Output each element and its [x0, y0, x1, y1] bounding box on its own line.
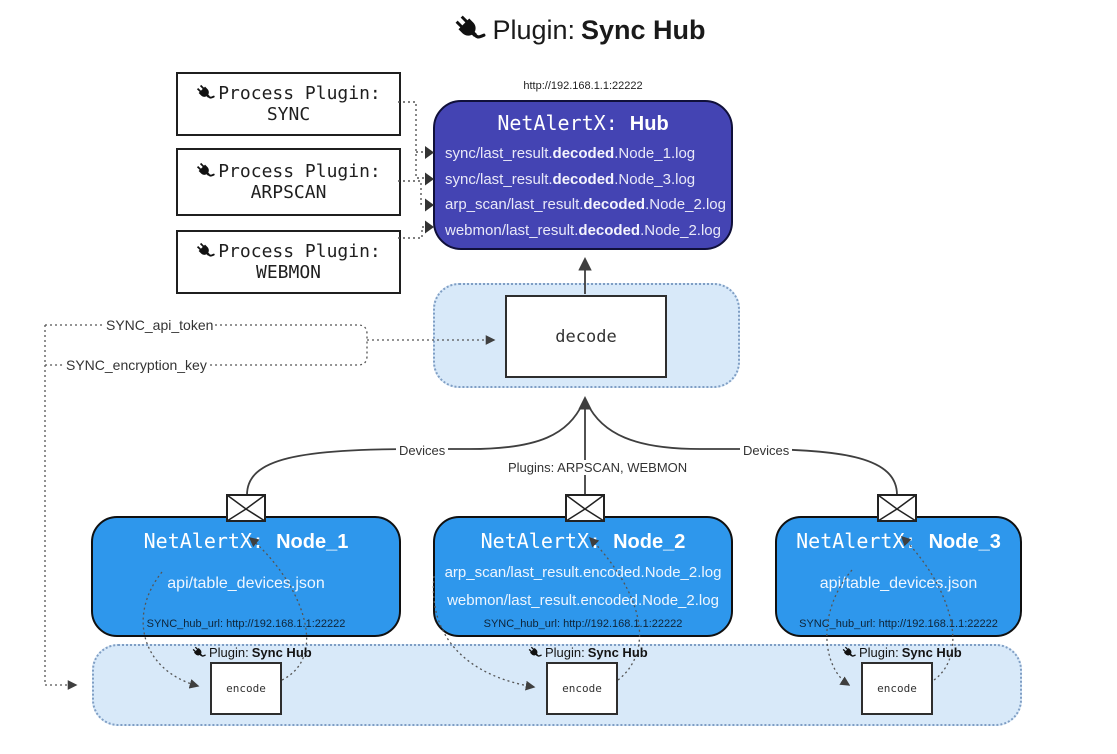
process-plugin-name: ARPSCAN: [250, 182, 327, 203]
process-plugin-label: Process Plugin:: [218, 161, 381, 182]
edge-arpscan-plugin: [398, 180, 424, 205]
process-plugin-sync-box: Process Plugin: SYNC: [176, 72, 401, 136]
title-bold: Sync Hub: [581, 14, 706, 45]
node-line: api/table_devices.json: [819, 575, 978, 592]
decode-box: decode: [505, 295, 667, 378]
encode2-box: encode: [546, 662, 618, 715]
sync-api-token-label: SYNC_api_token: [104, 317, 216, 333]
plug-icon: [842, 646, 856, 660]
hub-box: NetAlertX: Hub sync/last_result.decoded.…: [433, 100, 733, 250]
node-name: Node_2: [613, 531, 686, 553]
hub-log-line: webmon/last_result.decoded.Node_2.log: [445, 221, 721, 239]
node-line: webmon/last_result.encoded.Node_2.log: [447, 592, 719, 609]
node1-box: NetAlertX: Node_1 api/table_devices.json…: [91, 516, 401, 637]
plug-icon: [192, 646, 206, 660]
process-plugin-label: Process Plugin:: [218, 83, 381, 104]
node-line: api/table_devices.json: [167, 575, 325, 592]
process-plugin-webmon-box: Process Plugin: WEBMON: [176, 230, 401, 294]
hub-name: Hub: [629, 113, 669, 135]
edge-key-to-strip: [44, 325, 78, 690]
node3-box: NetAlertX: Node_3 api/table_devices.json…: [775, 516, 1022, 637]
hub-log-line: arp_scan/last_result.decoded.Node_2.log: [445, 196, 726, 213]
encoder2-label: Plugin: Sync Hub: [528, 645, 648, 660]
node-name-prefix: NetAlertX:: [796, 529, 929, 553]
edge-sync-plugin: [398, 101, 424, 179]
encoder1-label: Plugin: Sync Hub: [192, 645, 312, 660]
devices-left-label: Devices: [396, 443, 449, 458]
title-prefix: Plugin:: [492, 14, 576, 45]
devices-right-label: Devices: [740, 443, 793, 458]
hub-name-prefix: NetAlertX:: [497, 111, 630, 135]
node-name-prefix: NetAlertX:: [143, 529, 277, 553]
page-title: Plugin: Sync Hub: [390, 14, 770, 46]
sync-encryption-key-label: SYNC_encryption_key: [64, 357, 209, 373]
plug-icon: [528, 646, 542, 660]
node-footer: SYNC_hub_url: http://192.168.1.1:22222: [799, 618, 998, 630]
hub-url: http://192.168.1.1:22222: [523, 80, 643, 92]
node-footer: SYNC_hub_url: http://192.168.1.1:22222: [146, 618, 346, 630]
process-plugin-name: SYNC: [266, 104, 311, 125]
plug-icon: [196, 84, 215, 103]
node-name: Node_1: [276, 531, 349, 553]
process-plugin-arpscan-box: Process Plugin: ARPSCAN: [176, 148, 401, 216]
node-name: Node_3: [928, 531, 1001, 553]
decode-label: decode: [555, 326, 617, 347]
node2-box: NetAlertX: Node_2 arp_scan/last_result.e…: [433, 516, 733, 637]
plugins-mid-label: Plugins: ARPSCAN, WEBMON: [505, 460, 691, 475]
plug-icon: [196, 162, 215, 181]
envelope-icon: [226, 494, 266, 522]
process-plugin-label: Process Plugin:: [218, 241, 381, 262]
encoder3-label: Plugin: Sync Hub: [842, 645, 962, 660]
encode1-box: encode: [210, 662, 282, 715]
hub-log-line: sync/last_result.decoded.Node_3.log: [445, 170, 696, 188]
node-line: arp_scan/last_result.encoded.Node_2.log: [444, 564, 722, 581]
node-footer: SYNC_hub_url: http://192.168.1.1:22222: [483, 618, 683, 630]
plug-icon: [196, 242, 215, 261]
envelope-icon: [877, 494, 917, 522]
hub-log-line: sync/last_result.decoded.Node_1.log: [445, 145, 696, 162]
node-name-prefix: NetAlertX:: [480, 529, 614, 553]
plug-icon: [454, 14, 486, 46]
process-plugin-name: WEBMON: [255, 262, 322, 283]
edge-webmon-plugin: [398, 226, 424, 239]
encode3-box: encode: [861, 662, 933, 715]
envelope-icon: [565, 494, 605, 522]
